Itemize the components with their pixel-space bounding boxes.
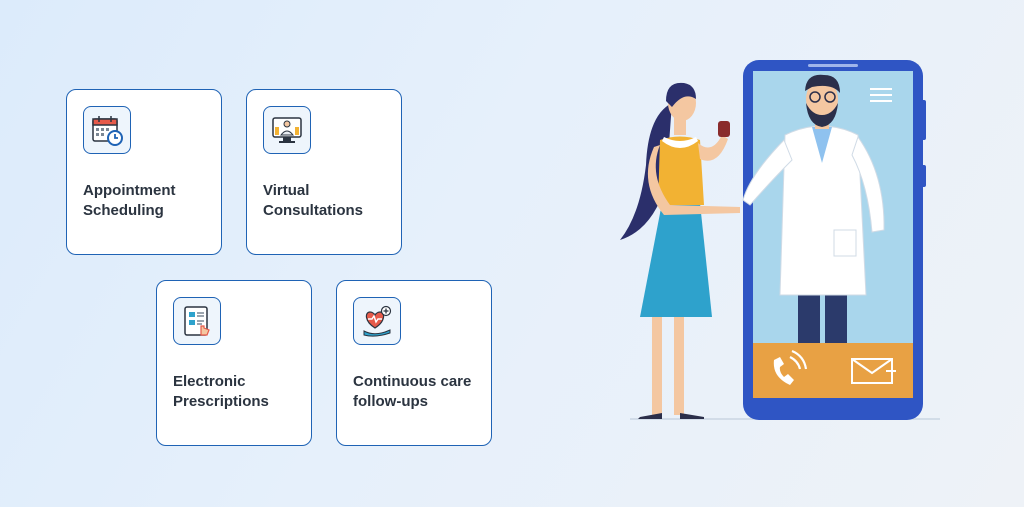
feature-card-appointment-scheduling: Appointment Scheduling <box>66 89 222 255</box>
hamburger-menu-icon <box>870 88 892 102</box>
calendar-clock-icon <box>83 106 131 154</box>
message-envelope-icon <box>851 358 896 384</box>
feature-label: Virtual Consultations <box>263 182 363 219</box>
feature-label: Electronic Prescriptions <box>173 373 269 410</box>
feature-card-electronic-prescriptions: Electronic Prescriptions <box>156 280 312 446</box>
feature-label: Appointment Scheduling <box>83 182 176 219</box>
telehealth-illustration <box>620 60 940 420</box>
phone-call-icon <box>773 349 808 385</box>
feature-card-virtual-consultations: Virtual Consultations <box>246 89 402 255</box>
woman-illustration <box>620 82 740 419</box>
prescription-form-icon <box>173 297 221 345</box>
doctor-illustration <box>742 74 885 343</box>
monitor-doctor-icon <box>263 106 311 154</box>
heart-hand-icon <box>353 297 401 345</box>
feature-card-continuous-care-follow-ups: Continuous care follow-ups <box>336 280 492 446</box>
feature-label: Continuous care follow-ups <box>353 373 472 410</box>
